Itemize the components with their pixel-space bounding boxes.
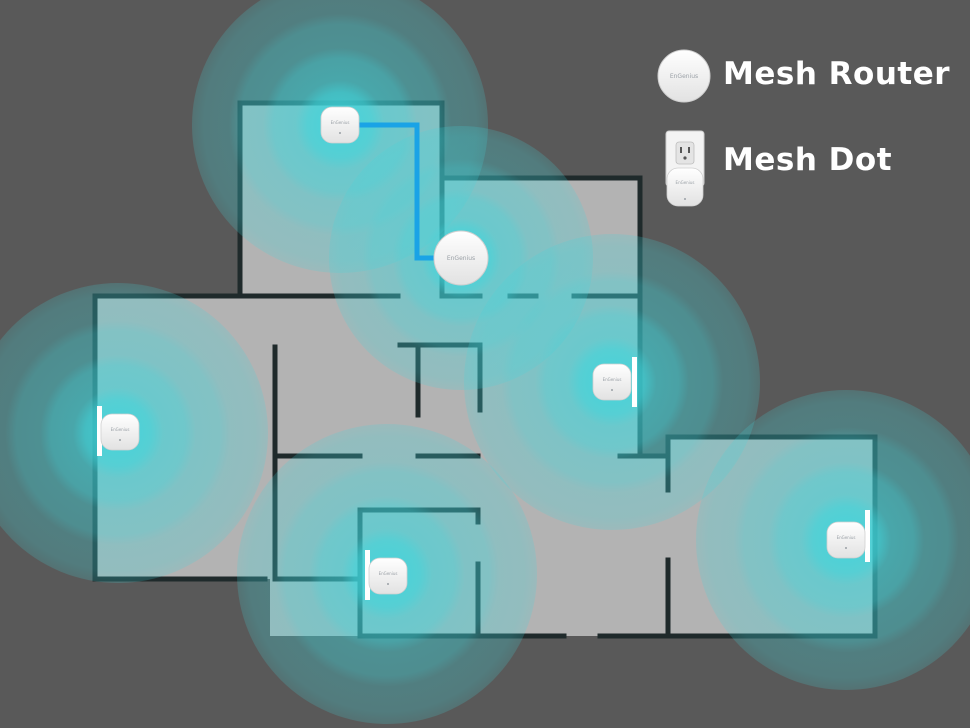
legend-router-label: Mesh Router [723, 56, 951, 92]
legend-router-icon: EnGenius [657, 49, 711, 103]
svg-text:EnGenius: EnGenius [676, 180, 695, 185]
mesh-dot-node [100, 413, 140, 451]
mesh-dot-node [368, 557, 408, 595]
backhaul-link [358, 122, 437, 261]
mesh-dot-node [592, 363, 632, 401]
svg-text:EnGenius: EnGenius [447, 255, 475, 262]
mesh-router-node: EnGenius [433, 230, 489, 286]
mesh-dot-node [826, 521, 866, 559]
svg-text:EnGenius: EnGenius [670, 73, 698, 80]
legend-dot-label: Mesh Dot [723, 142, 893, 178]
mesh-dot-node [320, 106, 360, 144]
legend-dot-icon: EnGenius [665, 130, 705, 207]
wall-outlets [97, 357, 870, 600]
